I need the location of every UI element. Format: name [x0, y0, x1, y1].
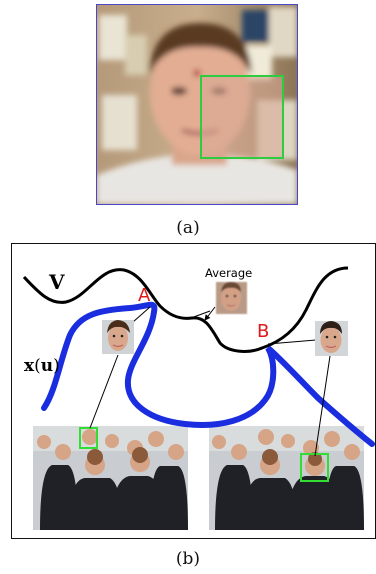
blurred-face-photo — [97, 5, 297, 204]
arrow-a — [132, 306, 151, 323]
arrow-b — [267, 339, 317, 345]
arrow-to-right-photo — [314, 355, 331, 457]
highlight-box — [200, 75, 284, 159]
label-v: V — [49, 270, 65, 294]
arrow-average — [204, 306, 216, 321]
group-photo-left — [33, 426, 188, 530]
face-thumbnail-a — [102, 320, 134, 354]
label-x-of-u: x(u) — [24, 356, 60, 376]
group-photo-right — [209, 426, 364, 530]
caption-b: (b) — [175, 549, 201, 569]
label-u-symbol: u — [40, 356, 54, 376]
curve-x-of-u — [41, 301, 375, 447]
label-x-symbol: x — [24, 356, 35, 376]
arrow-to-left-photo — [89, 354, 119, 429]
label-point-a: A — [138, 285, 151, 306]
label-point-b: B — [257, 321, 270, 342]
label-average: Average — [205, 266, 253, 280]
curve-v — [22, 266, 349, 353]
panel-a-face-image — [96, 4, 298, 205]
average-face-thumbnail — [216, 282, 247, 314]
face-thumbnail-b — [315, 321, 348, 356]
caption-a: (a) — [176, 218, 200, 238]
